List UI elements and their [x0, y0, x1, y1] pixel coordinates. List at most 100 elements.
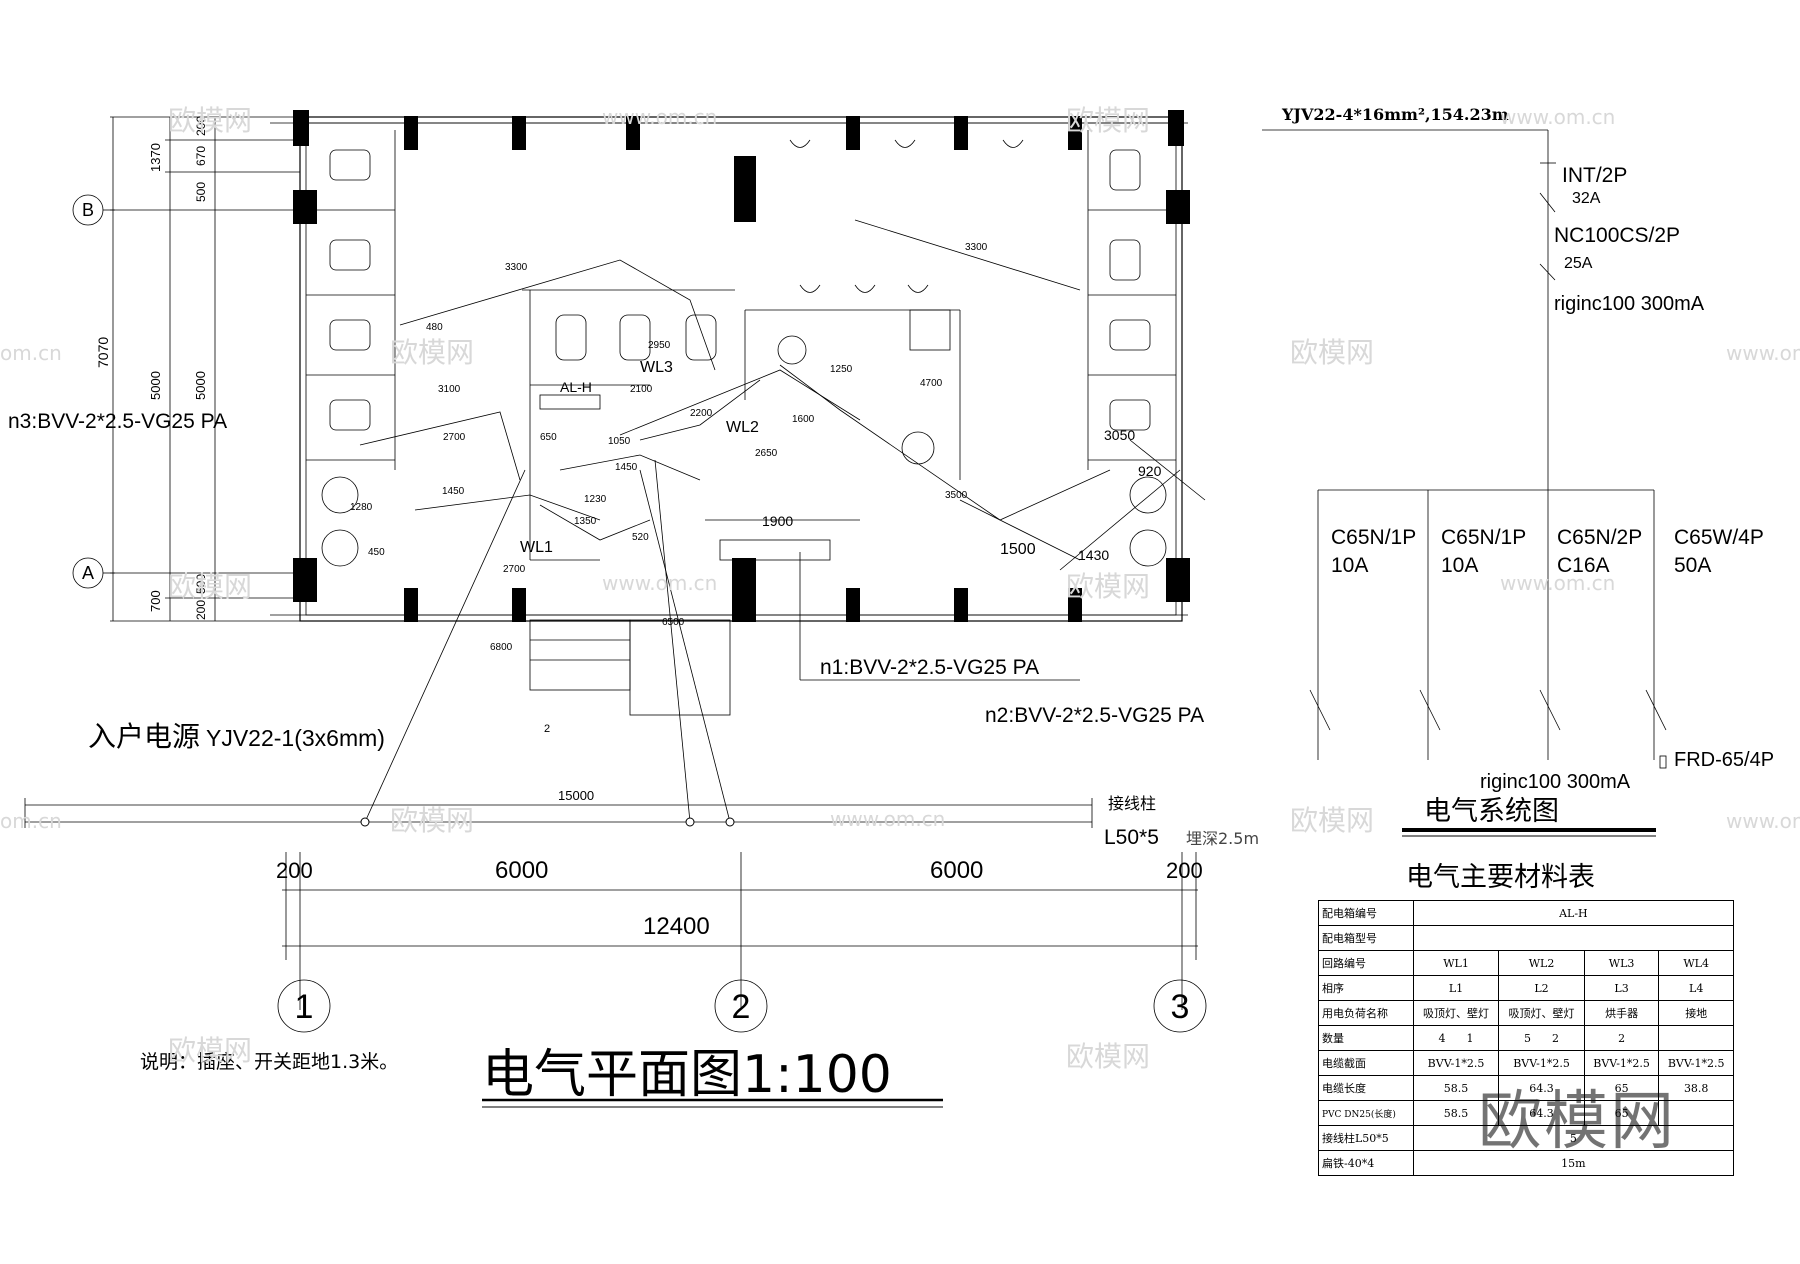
svg-text:1450: 1450	[442, 486, 465, 497]
structural-columns	[293, 110, 1190, 622]
row-label: 回路编号	[1318, 950, 1414, 976]
branch-3-rating: C16A	[1557, 554, 1610, 577]
row-label: 电缆长度	[1318, 1075, 1414, 1101]
svg-text:1280: 1280	[350, 502, 373, 513]
circuit-wl2-label: WL2	[726, 419, 759, 436]
svg-text:1900: 1900	[762, 513, 793, 529]
materials-title: 电气主要材料表	[1406, 862, 1595, 893]
circuit-n2-label: n2:BVV-2*2.5-VG25 PA	[985, 704, 1204, 727]
svg-text:7070: 7070	[95, 337, 111, 368]
inner-dimensions: 3300 3300 2950 2100 1050 1450 1450 2700 …	[350, 242, 1162, 735]
svg-text:650: 650	[540, 432, 557, 443]
floor-plan: AL-H WL3 WL2 WL1 n3:BVV-2*2.5-VG25 PA n1…	[8, 110, 1259, 1108]
distribution-panel-box	[539, 394, 601, 410]
svg-text:2200: 2200	[690, 408, 713, 419]
svg-text:6500: 6500	[662, 617, 685, 628]
ground-post-spec: L50*5	[1104, 826, 1159, 849]
table-row: 接线柱L50*5 5	[1318, 1125, 1735, 1151]
table-cell: 烘手器	[1583, 1000, 1660, 1026]
svg-text:1450: 1450	[615, 462, 638, 473]
svg-text:1430: 1430	[1078, 547, 1109, 563]
row-label: 配电箱编号	[1318, 900, 1414, 926]
plan-note: 说明：插座、开关距地1.3米。	[140, 1051, 398, 1073]
svg-text:www.om.cn: www.om.cn	[1500, 105, 1615, 129]
svg-text:6800: 6800	[490, 642, 513, 653]
bottom-dimensions: 200 6000 6000 200 12400	[276, 852, 1203, 1010]
svg-text:1230: 1230	[584, 494, 607, 505]
svg-text:www.om.cn: www.om.cn	[602, 105, 717, 129]
branch-3-type: C65N/2P	[1557, 526, 1642, 549]
circuit-n3-label: n3:BVV-2*2.5-VG25 PA	[8, 410, 227, 433]
table-row: 相序 L1 L2 L3 L4	[1318, 975, 1734, 1001]
table-row: 数量 4 1 5 2 2	[1318, 1025, 1734, 1051]
table-cell: 5 2	[1498, 1025, 1585, 1051]
feeder-cable-label: YJV22-4*16mm²,154.23m	[1281, 105, 1509, 124]
row-label: PVC DN25(长度)	[1318, 1100, 1414, 1126]
materials-table: 配电箱编号 AL-H 配电箱型号 回路编号 WL1 WL2 WL3 WL4 相序…	[1318, 900, 1735, 1176]
ground-post-label: 接线柱	[1108, 794, 1156, 813]
svg-text:5000: 5000	[148, 371, 163, 400]
branch-1-rating: 10A	[1331, 554, 1368, 577]
row-label: 电缆截面	[1318, 1050, 1414, 1076]
svg-text:3300: 3300	[505, 262, 528, 273]
breaker-type: NC100CS/2P	[1554, 224, 1680, 247]
branch-1-type: C65N/1P	[1331, 526, 1416, 549]
branch-rcd-label: riginc100 300mA	[1480, 771, 1631, 793]
svg-text:3100: 3100	[438, 384, 461, 395]
watermarks: 欧模网 www.om.cn 欧模网 www.om.cn om.cn 欧模网 欧模…	[0, 104, 1800, 1073]
svg-text:200: 200	[1166, 858, 1203, 883]
svg-text:1600: 1600	[792, 414, 815, 425]
svg-text:欧模网: 欧模网	[390, 336, 474, 369]
table-cell: L3	[1583, 975, 1660, 1001]
surge-protector-label: FRD-65/4P	[1674, 749, 1774, 771]
row-label: 相序	[1318, 975, 1414, 1001]
svg-text:520: 520	[632, 532, 649, 543]
svg-text:670: 670	[194, 146, 208, 166]
axis-3-label: 3	[1171, 988, 1190, 1026]
svg-text:欧模网: 欧模网	[168, 570, 252, 603]
svg-text:欧模网: 欧模网	[1066, 104, 1150, 137]
panel-label: AL-H	[560, 379, 592, 395]
svg-text:700: 700	[148, 590, 163, 612]
table-row: 回路编号 WL1 WL2 WL3 WL4	[1318, 950, 1734, 976]
row-label: 扁铁-40*4	[1318, 1150, 1414, 1176]
row-label: 用电负荷名称	[1318, 1000, 1414, 1026]
table-cell	[1658, 1025, 1734, 1051]
svg-text:欧模网: 欧模网	[168, 1034, 252, 1067]
svg-text:500: 500	[194, 574, 208, 594]
svg-text:2: 2	[544, 723, 550, 735]
axis-a-label: A	[82, 563, 94, 583]
svg-text:www.om.cn: www.om.cn	[1726, 341, 1800, 365]
circuit-wl3-label: WL3	[640, 359, 673, 376]
svg-text:4700: 4700	[920, 378, 943, 389]
table-cell: BVV-1*2.5	[1658, 1050, 1734, 1076]
svg-text:2950: 2950	[648, 340, 671, 351]
ground-post-depth: 埋深2.5m	[1186, 829, 1259, 848]
table-cell: 65	[1583, 1100, 1660, 1126]
table-row: 用电负荷名称 吸顶灯、壁灯 吸顶灯、壁灯 烘手器 接地	[1318, 1000, 1734, 1026]
svg-text:www.om.cn: www.om.cn	[830, 807, 945, 831]
partitions	[306, 130, 1176, 716]
rcd-label: riginc100 300mA	[1554, 293, 1705, 315]
svg-text:2700: 2700	[503, 564, 526, 575]
left-dimensions: 7070 1370 5000 700 5000 200 670 500 200 …	[95, 116, 300, 622]
svg-text:6000: 6000	[495, 857, 548, 884]
row-label: 接线柱L50*5	[1318, 1125, 1414, 1151]
system-diagram: YJV22-4*16mm²,154.23m INT/2P 32A NC100CS…	[1262, 105, 1774, 893]
svg-text:920: 920	[1138, 463, 1162, 479]
svg-text:6000: 6000	[930, 857, 983, 884]
table-cell: 2	[1583, 1025, 1660, 1051]
svg-text:1050: 1050	[608, 436, 631, 447]
table-cell: 58.5	[1412, 1100, 1500, 1126]
svg-text:www.om.cn: www.om.cn	[1726, 809, 1800, 833]
table-row: 配电箱型号	[1318, 925, 1735, 951]
sanitary-fixtures	[321, 139, 1167, 567]
table-cell: 38.8	[1658, 1075, 1734, 1101]
svg-text:200: 200	[194, 600, 208, 620]
merged-cell: AL-H	[1412, 900, 1735, 926]
wiring	[359, 219, 1206, 823]
svg-text:2100: 2100	[630, 384, 653, 395]
table-cell: BVV-1*2.5	[1583, 1050, 1660, 1076]
table-cell: 吸顶灯、壁灯	[1498, 1000, 1585, 1026]
